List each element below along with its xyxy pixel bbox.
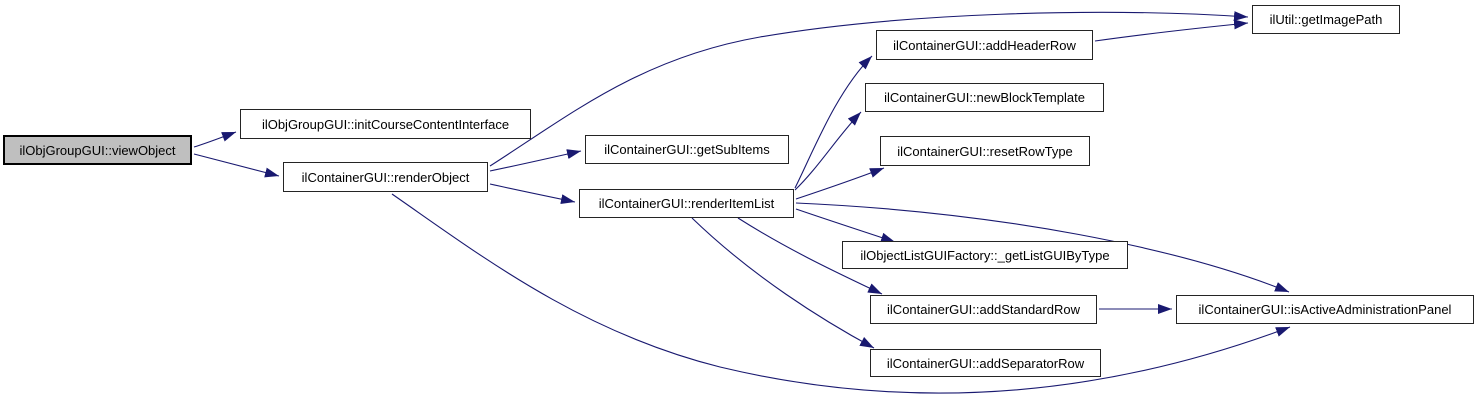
node-label: ilContainerGUI::newBlockTemplate — [884, 90, 1085, 105]
node-ilcontainergui-addstandardrow[interactable]: ilContainerGUI::addStandardRow — [870, 295, 1097, 324]
edge-addHeaderRow-getImagePath — [1094, 19, 1249, 42]
edge-renderItemList-newBlockTemplate — [794, 111, 862, 191]
node-label: ilContainerGUI::renderObject — [301, 169, 470, 185]
node-ilcontainergui-getsubitems[interactable]: ilContainerGUI::getSubItems — [585, 135, 789, 164]
node-ilcontainergui-newblocktemplate[interactable]: ilContainerGUI::newBlockTemplate — [865, 83, 1104, 112]
node-label: ilContainerGUI::addSeparatorRow — [886, 355, 1085, 371]
node-ilutil-getimagepath[interactable]: ilUtil::getImagePath — [1252, 5, 1400, 34]
edge-renderObject-renderItemList — [489, 183, 576, 205]
node-label: ilContainerGUI::getSubItems — [604, 142, 770, 157]
node-ilcontainergui-isactiveadministrationpanel[interactable]: ilContainerGUI::isActiveAdministrationPa… — [1176, 295, 1474, 324]
node-ilobjgroupgui-initcoursecontentinterface[interactable]: ilObjGroupGUI::initCourseContentInterfac… — [240, 109, 531, 139]
node-label: ilObjGroupGUI::initCourseContentInterfac… — [261, 116, 510, 132]
node-ilcontainergui-renderobject[interactable]: ilContainerGUI::renderObject — [283, 162, 488, 192]
edge-renderItemList-isActiveAdministrationPanel — [795, 202, 1290, 293]
edge-renderItemList-addSeparatorRow — [691, 217, 875, 349]
node-label: ilObjectListGUIFactory::_getListGUIByTyp… — [860, 247, 1110, 263]
node-label: ilContainerGUI::addHeaderRow — [893, 37, 1076, 53]
edge-viewObject-initCourseContentInterface — [193, 131, 237, 148]
edge-viewObject-renderObject — [193, 153, 280, 178]
node-label: ilContainerGUI::addStandardRow — [887, 302, 1080, 317]
node-ilcontainergui-resetrowtype[interactable]: ilContainerGUI::resetRowType — [880, 136, 1090, 166]
edge-renderObject-isActiveAdministrationPanel — [391, 193, 1291, 394]
node-label: ilContainerGUI::renderItemList — [598, 196, 775, 211]
edge-renderObject-getImagePath — [489, 11, 1249, 167]
node-ilobjgroupgui-viewobject[interactable]: ilObjGroupGUI::viewObject — [3, 135, 192, 165]
edge-renderObject-getSubItems — [489, 149, 582, 172]
node-label: ilObjGroupGUI::viewObject — [19, 142, 176, 158]
node-ilcontainergui-renderitemlist[interactable]: ilContainerGUI::renderItemList — [579, 189, 794, 218]
edge-renderItemList-addHeaderRow — [794, 55, 873, 189]
edge-renderItemList-resetRowType — [795, 167, 885, 200]
node-label: ilUtil::getImagePath — [1269, 12, 1383, 27]
node-ilobjectlistguifactory-getlistguibytype[interactable]: ilObjectListGUIFactory::_getListGUIByTyp… — [842, 241, 1128, 269]
node-ilcontainergui-addheaderrow[interactable]: ilContainerGUI::addHeaderRow — [876, 30, 1093, 60]
node-label: ilContainerGUI::resetRowType — [897, 143, 1073, 159]
edge-renderItemList-getListGUIByType — [795, 208, 896, 243]
edge-renderItemList-addStandardRow — [737, 217, 883, 295]
node-ilcontainergui-addseparatorrow[interactable]: ilContainerGUI::addSeparatorRow — [870, 349, 1101, 377]
node-label: ilContainerGUI::isActiveAdministrationPa… — [1198, 302, 1452, 317]
